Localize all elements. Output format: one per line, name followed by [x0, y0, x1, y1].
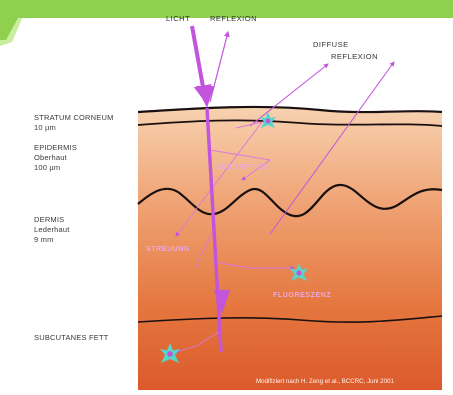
source-credit: Modifiziert nach H. Zeng et al., BCCRC, …: [256, 378, 394, 385]
absorption-label: ABSORPTION: [216, 164, 269, 171]
reflection-label: REFLEXION: [210, 14, 257, 23]
diffuse-reflection-label-line1: DIFFUSE: [313, 40, 349, 49]
reflection-ray: [210, 32, 228, 102]
layer-label-subcutaneous-fat: SUBCUTANES FETT: [34, 333, 109, 343]
scattering-label: STREUUNG: [146, 246, 190, 253]
light-label: LICHT: [166, 14, 190, 23]
diffuse-reflection-label-line2: REFLEXION: [331, 52, 378, 61]
fluorescence-label: FLUORESZENZ: [273, 292, 331, 299]
